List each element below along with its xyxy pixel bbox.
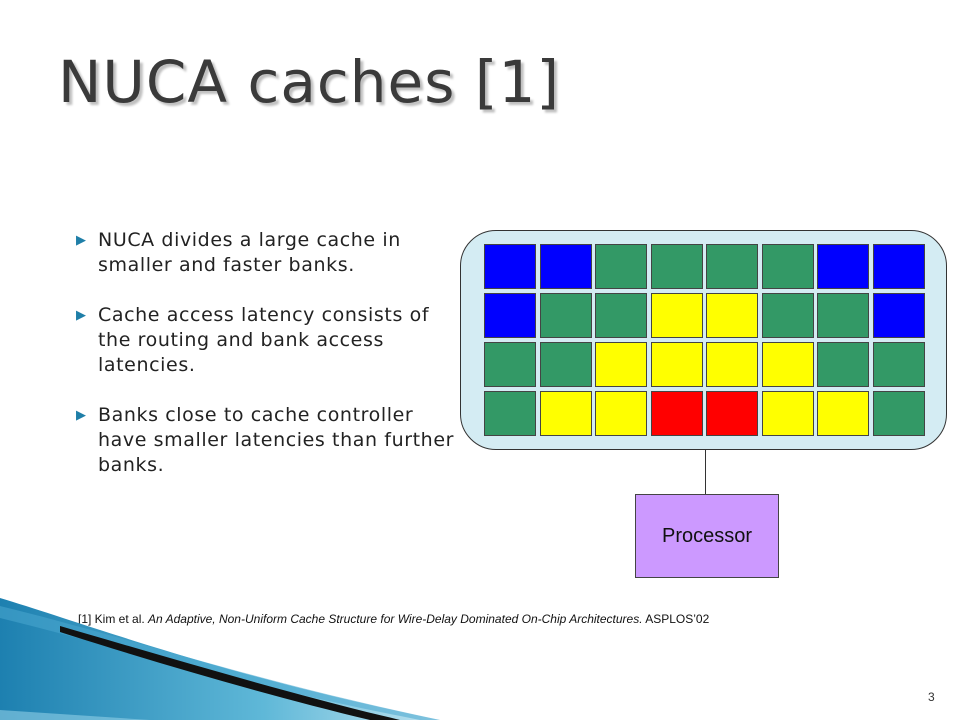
cache-bank: [484, 244, 536, 289]
footnote: [1] Kim et al. An Adaptive, Non-Uniform …: [78, 612, 709, 626]
cache-bank: [872, 342, 925, 387]
cache-bank: [650, 342, 703, 387]
bullet-item: ▶ Cache access latency consists of the ro…: [76, 303, 456, 378]
slide-title: NUCA caches [1]: [58, 48, 561, 116]
cache-bank: [484, 342, 536, 387]
cache-bank: [484, 293, 536, 338]
bullet-arrow-icon: ▶: [76, 308, 87, 323]
bullet-text: NUCA divides a large cache in smaller an…: [98, 229, 401, 276]
cache-bank: [761, 293, 814, 338]
cache-bank: [595, 391, 647, 436]
cache-bank: [706, 244, 758, 289]
cache-bank: [817, 293, 869, 338]
cache-bank: [650, 391, 703, 436]
page-number: 3: [928, 690, 935, 704]
cache-bank: [539, 293, 592, 338]
cache-bank: [539, 342, 592, 387]
cache-bank: [706, 293, 758, 338]
cache-bank: [817, 391, 869, 436]
interconnect-wire: [705, 450, 706, 495]
cache-bank: [539, 391, 592, 436]
cache-bank: [706, 342, 758, 387]
cache-bank: [872, 244, 925, 289]
processor-block: Processor: [635, 494, 779, 578]
cache-bank: [595, 342, 647, 387]
cache-bank: [484, 391, 536, 436]
cache-bank: [650, 293, 703, 338]
cache-bank: [706, 391, 758, 436]
cache-bank: [595, 244, 647, 289]
cache-bank: [872, 293, 925, 338]
cache-bank: [595, 293, 647, 338]
bullet-list: ▶ NUCA divides a large cache in smaller a…: [76, 228, 456, 503]
footnote-ref: [1] Kim et al.: [78, 612, 149, 626]
cache-bank: [817, 342, 869, 387]
cache-bank: [539, 244, 592, 289]
cache-bank: [761, 391, 814, 436]
footnote-venue: ASPLOS’02: [642, 612, 710, 626]
cache-bank: [817, 244, 869, 289]
bullet-text: Cache access latency consists of the rou…: [98, 304, 430, 376]
cache-bank: [761, 244, 814, 289]
footnote-paper-title: An Adaptive, Non-Uniform Cache Structure…: [148, 612, 643, 626]
cache-bank: [650, 244, 703, 289]
cache-bank: [872, 391, 925, 436]
bullet-arrow-icon: ▶: [76, 408, 87, 423]
cache-bank: [761, 342, 814, 387]
bullet-text: Banks close to cache controller have sma…: [98, 404, 455, 476]
bullet-item: ▶ Banks close to cache controller have sm…: [76, 403, 456, 478]
cache-array: [460, 230, 947, 450]
bullet-arrow-icon: ▶: [76, 233, 87, 248]
bullet-item: ▶ NUCA divides a large cache in smaller a…: [76, 228, 456, 278]
decorative-swoosh: [0, 598, 440, 720]
